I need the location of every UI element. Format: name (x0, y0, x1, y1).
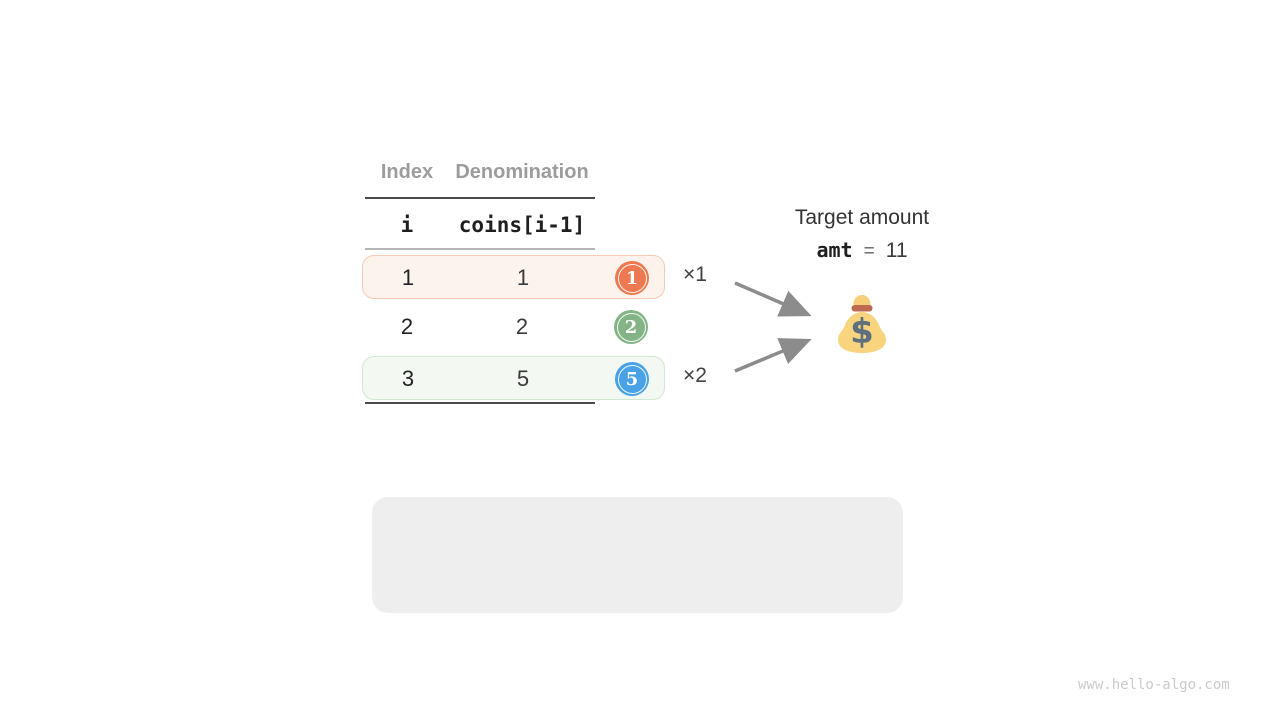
amt-variable: amt (816, 238, 853, 262)
column-header-denomination: Denomination (455, 161, 589, 183)
target-amount-block: Target amount amt = 11 (762, 206, 962, 263)
table-row-1: 1 1 1 (362, 255, 665, 299)
coin-icon-5: 5 (615, 362, 649, 396)
multiplier-x1: ×1 (683, 263, 707, 286)
equals-sign: = (863, 241, 875, 262)
target-amount-value: 11 (885, 239, 908, 262)
table-header-rule (365, 248, 595, 250)
money-bag-icon: $ (837, 295, 887, 353)
multiplier-x2: ×2 (683, 364, 707, 387)
arrow-icon (734, 281, 812, 373)
row2-denomination: 2 (515, 314, 529, 339)
table-sub-headers: i coins[i-1] (365, 213, 595, 237)
table-bottom-rule (365, 402, 595, 404)
row3-index: 3 (401, 366, 415, 391)
table-top-rule (365, 197, 595, 199)
column-header-index: Index (380, 161, 434, 183)
table-row-2: 2 2 2 (362, 305, 665, 349)
subheader-coins: coins[i-1] (458, 213, 586, 237)
row1-index: 1 (401, 265, 415, 290)
target-amount-equation: amt = 11 (762, 238, 962, 263)
table-row-3: 3 5 5 (362, 356, 665, 400)
coin-icon-2: 2 (614, 310, 648, 344)
target-amount-label: Target amount (794, 206, 930, 229)
table-column-headers: Index Denomination (365, 161, 595, 184)
subheader-i: i (400, 213, 414, 237)
coin-icon-1: 1 (615, 261, 649, 295)
result-box: Minimum number of coins: 3 Optimal coin … (372, 497, 903, 613)
row1-denomination: 1 (516, 265, 530, 290)
row2-index: 2 (400, 314, 414, 339)
svg-text:$: $ (850, 312, 874, 352)
watermark: www.hello-algo.com (1078, 677, 1230, 693)
row3-denomination: 5 (516, 366, 530, 391)
